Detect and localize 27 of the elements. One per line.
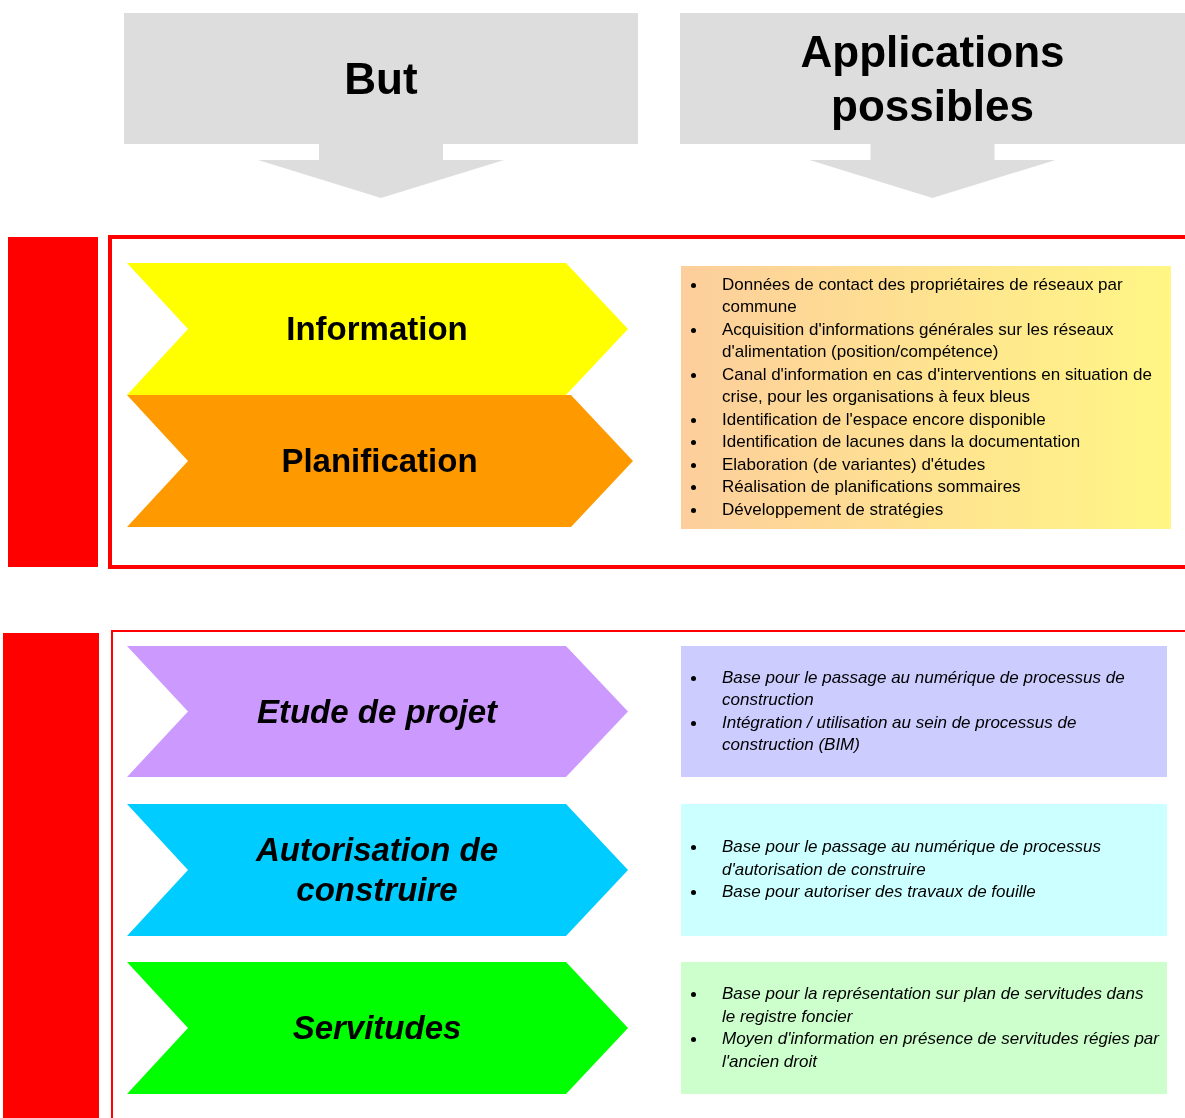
- bullet-text: Intégration / utilisation au sein de processus de construction (BIM): [722, 711, 1078, 756]
- bullet-text: Réalisation de planifications sommaires: [722, 476, 1021, 499]
- chevron-label: Etude de projet: [256, 691, 498, 732]
- bullet-text: Base pour le passage au numérique de processus d'autorisation de construire: [722, 836, 1102, 881]
- bullet-text: Base pour la représentation sur plan de servitudes dans le registre foncier: [722, 983, 1145, 1028]
- column-heading: Applications possibles: [799, 25, 1066, 132]
- chevron-label: Planification: [281, 441, 478, 481]
- chevron-label: Servitudes: [292, 1008, 462, 1048]
- bullet-text: Elaboration (de variantes) d'études: [722, 453, 986, 476]
- text-panel: [681, 266, 1171, 529]
- text-panel: [681, 646, 1167, 777]
- side-bar: [8, 237, 98, 567]
- bullet-text: Données de contact des propriétaires de réseaux par commune: [722, 273, 1124, 319]
- chevron-label: Information: [286, 309, 468, 349]
- chevron-label: Autorisation de construire: [254, 830, 499, 910]
- bullet-text: Moyen d'information en présence de servitudes régies par l'ancien droit: [722, 1028, 1161, 1073]
- side-bar: [3, 633, 99, 1118]
- bullet-text: Développement de stratégies: [722, 498, 944, 521]
- column-heading: But: [344, 52, 418, 105]
- bullet-text: Acquisition d'informations générales sur les réseaux d'alimentation (position/compétence): [722, 318, 1115, 364]
- bullet-text: Base pour le passage au numérique de processus de construction: [722, 666, 1126, 711]
- bullet-text: Canal d'information en cas d'interventions en situation de crise, pour les organisations à feux bleus: [722, 363, 1153, 409]
- bullet-text: Identification de lacunes dans la documentation: [722, 431, 1081, 454]
- bullet-text: Identification de l'espace encore disponible: [722, 408, 1046, 431]
- bullet-text: Base pour autoriser des travaux de fouille: [722, 881, 1036, 904]
- text-panel: [681, 962, 1167, 1094]
- text-panel: [681, 804, 1167, 936]
